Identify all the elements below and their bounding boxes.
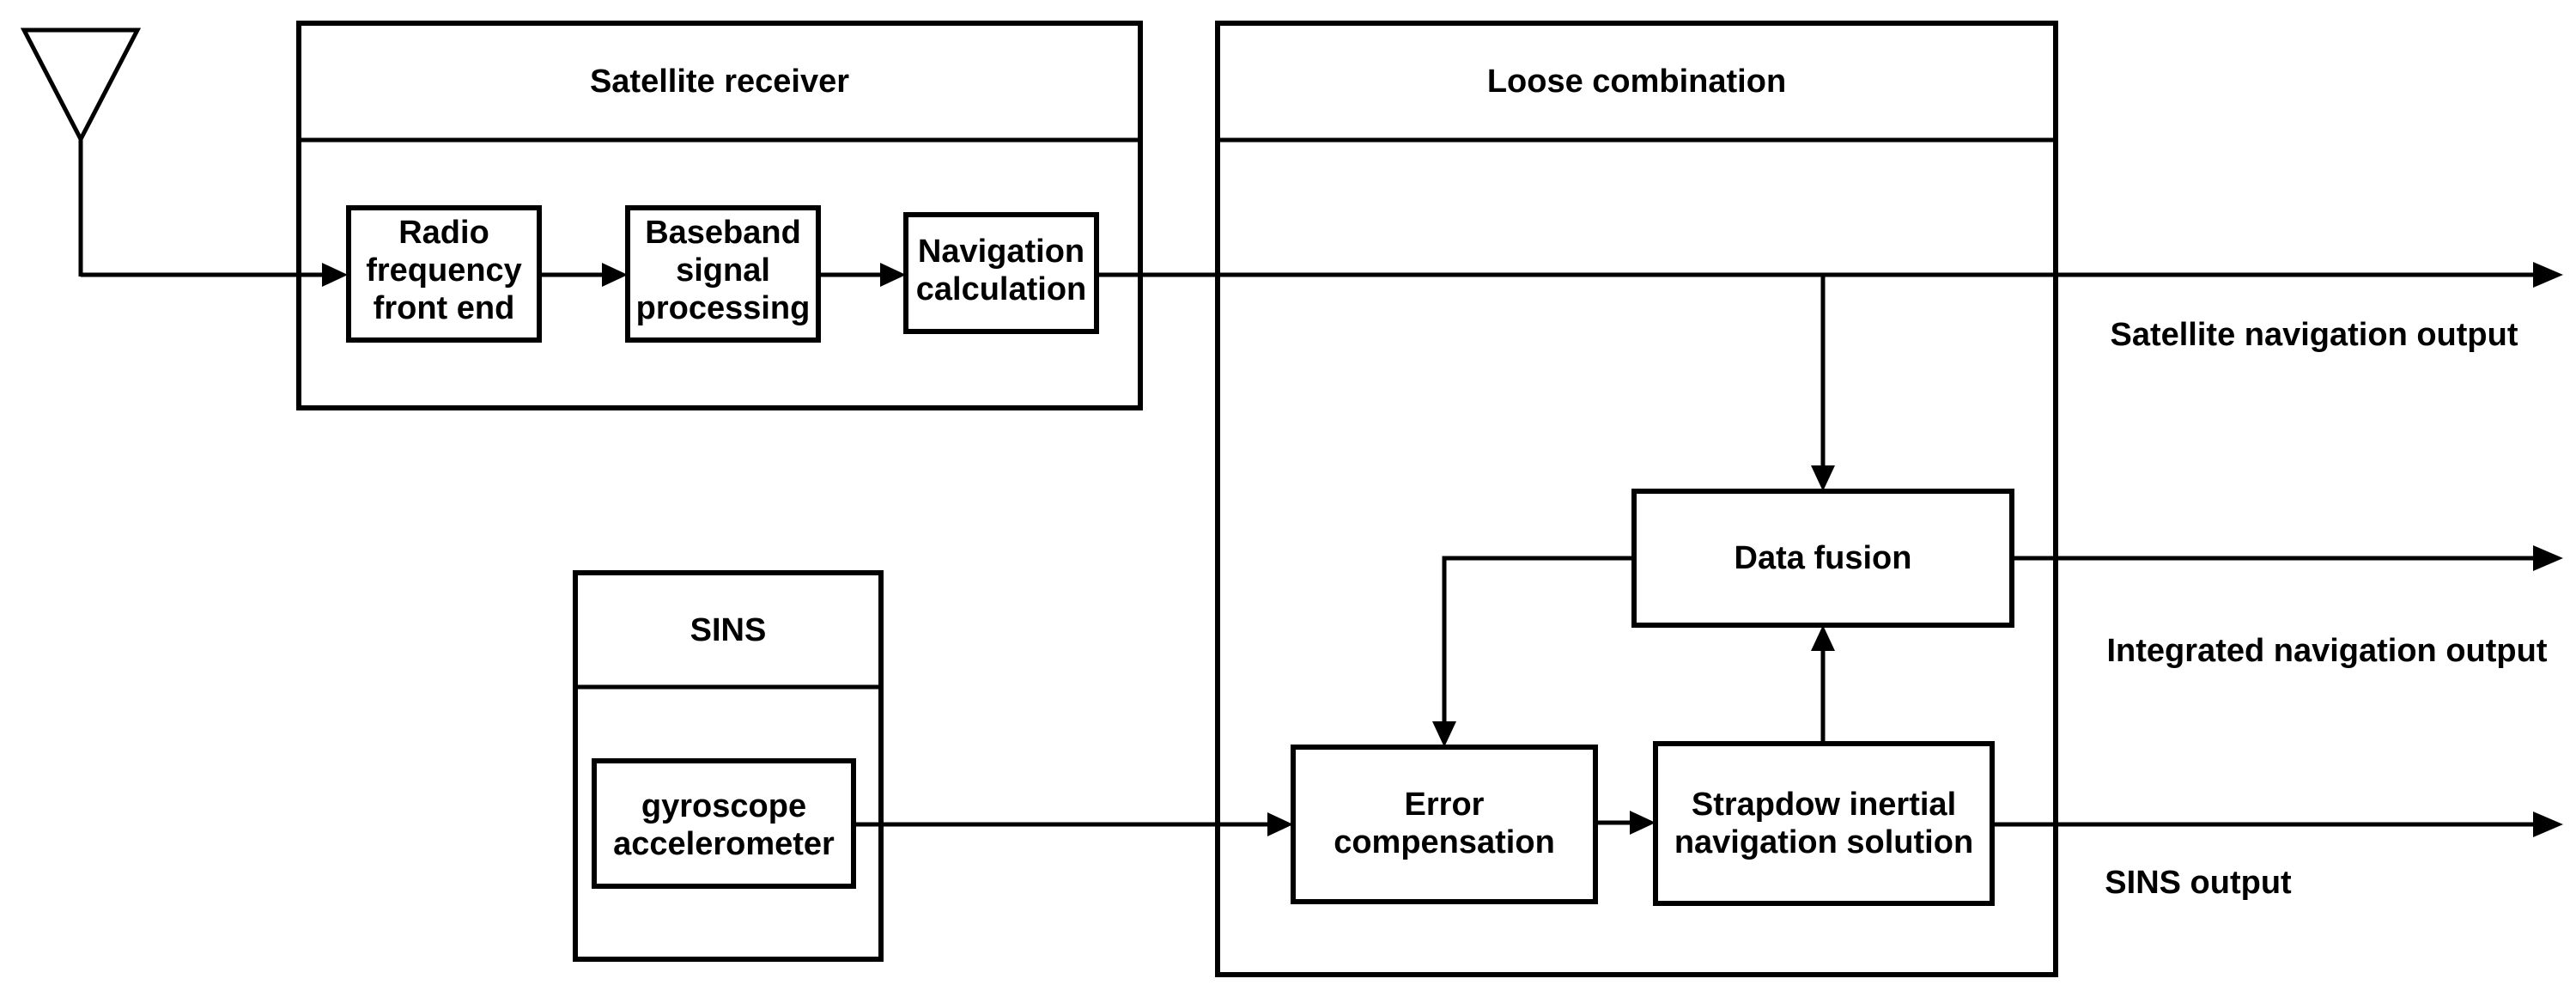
sins-output-arrowhead [2533,812,2563,837]
antenna-icon [20,27,348,287]
error-compensation-line-1: Error [1405,787,1485,823]
loose-combination-frame [1215,21,2058,977]
error-compensation-line-2: compensation [1334,824,1555,860]
rf-front-end-line-1: Radio [398,215,489,251]
loose-combination-title: Loose combination [1487,64,1786,100]
baseband-line-1: Baseband [645,215,801,251]
data-fusion-label: Data fusion [1735,540,1912,576]
arrow-data-fusion-to-error-compensation [1442,556,1634,726]
baseband-line-2: signal [676,252,770,289]
error-compensation-box [1291,745,1598,904]
sins-output-label: SINS output [2105,865,2292,901]
navigation-calculation-line-2: calculation [916,271,1087,307]
baseband-box [625,205,821,343]
sensors-line-1: gyroscope [641,788,806,824]
integrated-output-label: Integrated navigation output [2107,633,2548,669]
navigation-calculation-line-1: Navigation [918,234,1084,270]
data-fusion-box [1631,489,2014,628]
loose-combination-block: Loose combination Data fusion Error comp… [1215,21,2058,977]
navigation-calculation-box [903,212,1099,334]
sensors-line-2: accelerometer [613,826,835,862]
rf-front-end-line-3: front end [374,290,515,326]
sins-frame [573,570,884,962]
satellite-receiver-frame [296,21,1143,410]
baseband-line-3: processing [636,290,811,326]
integrated-output-arrowhead [2533,545,2563,571]
sensors-box [592,758,856,889]
satellite-output-label: Satellite navigation output [2110,317,2518,353]
sins-title: SINS [690,612,767,648]
strapdown-solution-line-2: navigation solution [1674,824,1973,860]
satellite-receiver-title: Satellite receiver [590,64,849,100]
strapdown-solution-line-1: Strapdow inertial [1692,787,1956,823]
strapdown-solution-box [1653,741,1995,906]
satellite-output-arrowhead [2533,262,2563,288]
rf-front-end-line-2: frequency [366,252,522,289]
satellite-receiver-block: Satellite receiver Radio frequency front… [296,21,1143,410]
sins-block: SINS gyroscope accelerometer [573,570,1293,962]
outputs: Satellite navigation output Integrated n… [1097,262,2563,901]
